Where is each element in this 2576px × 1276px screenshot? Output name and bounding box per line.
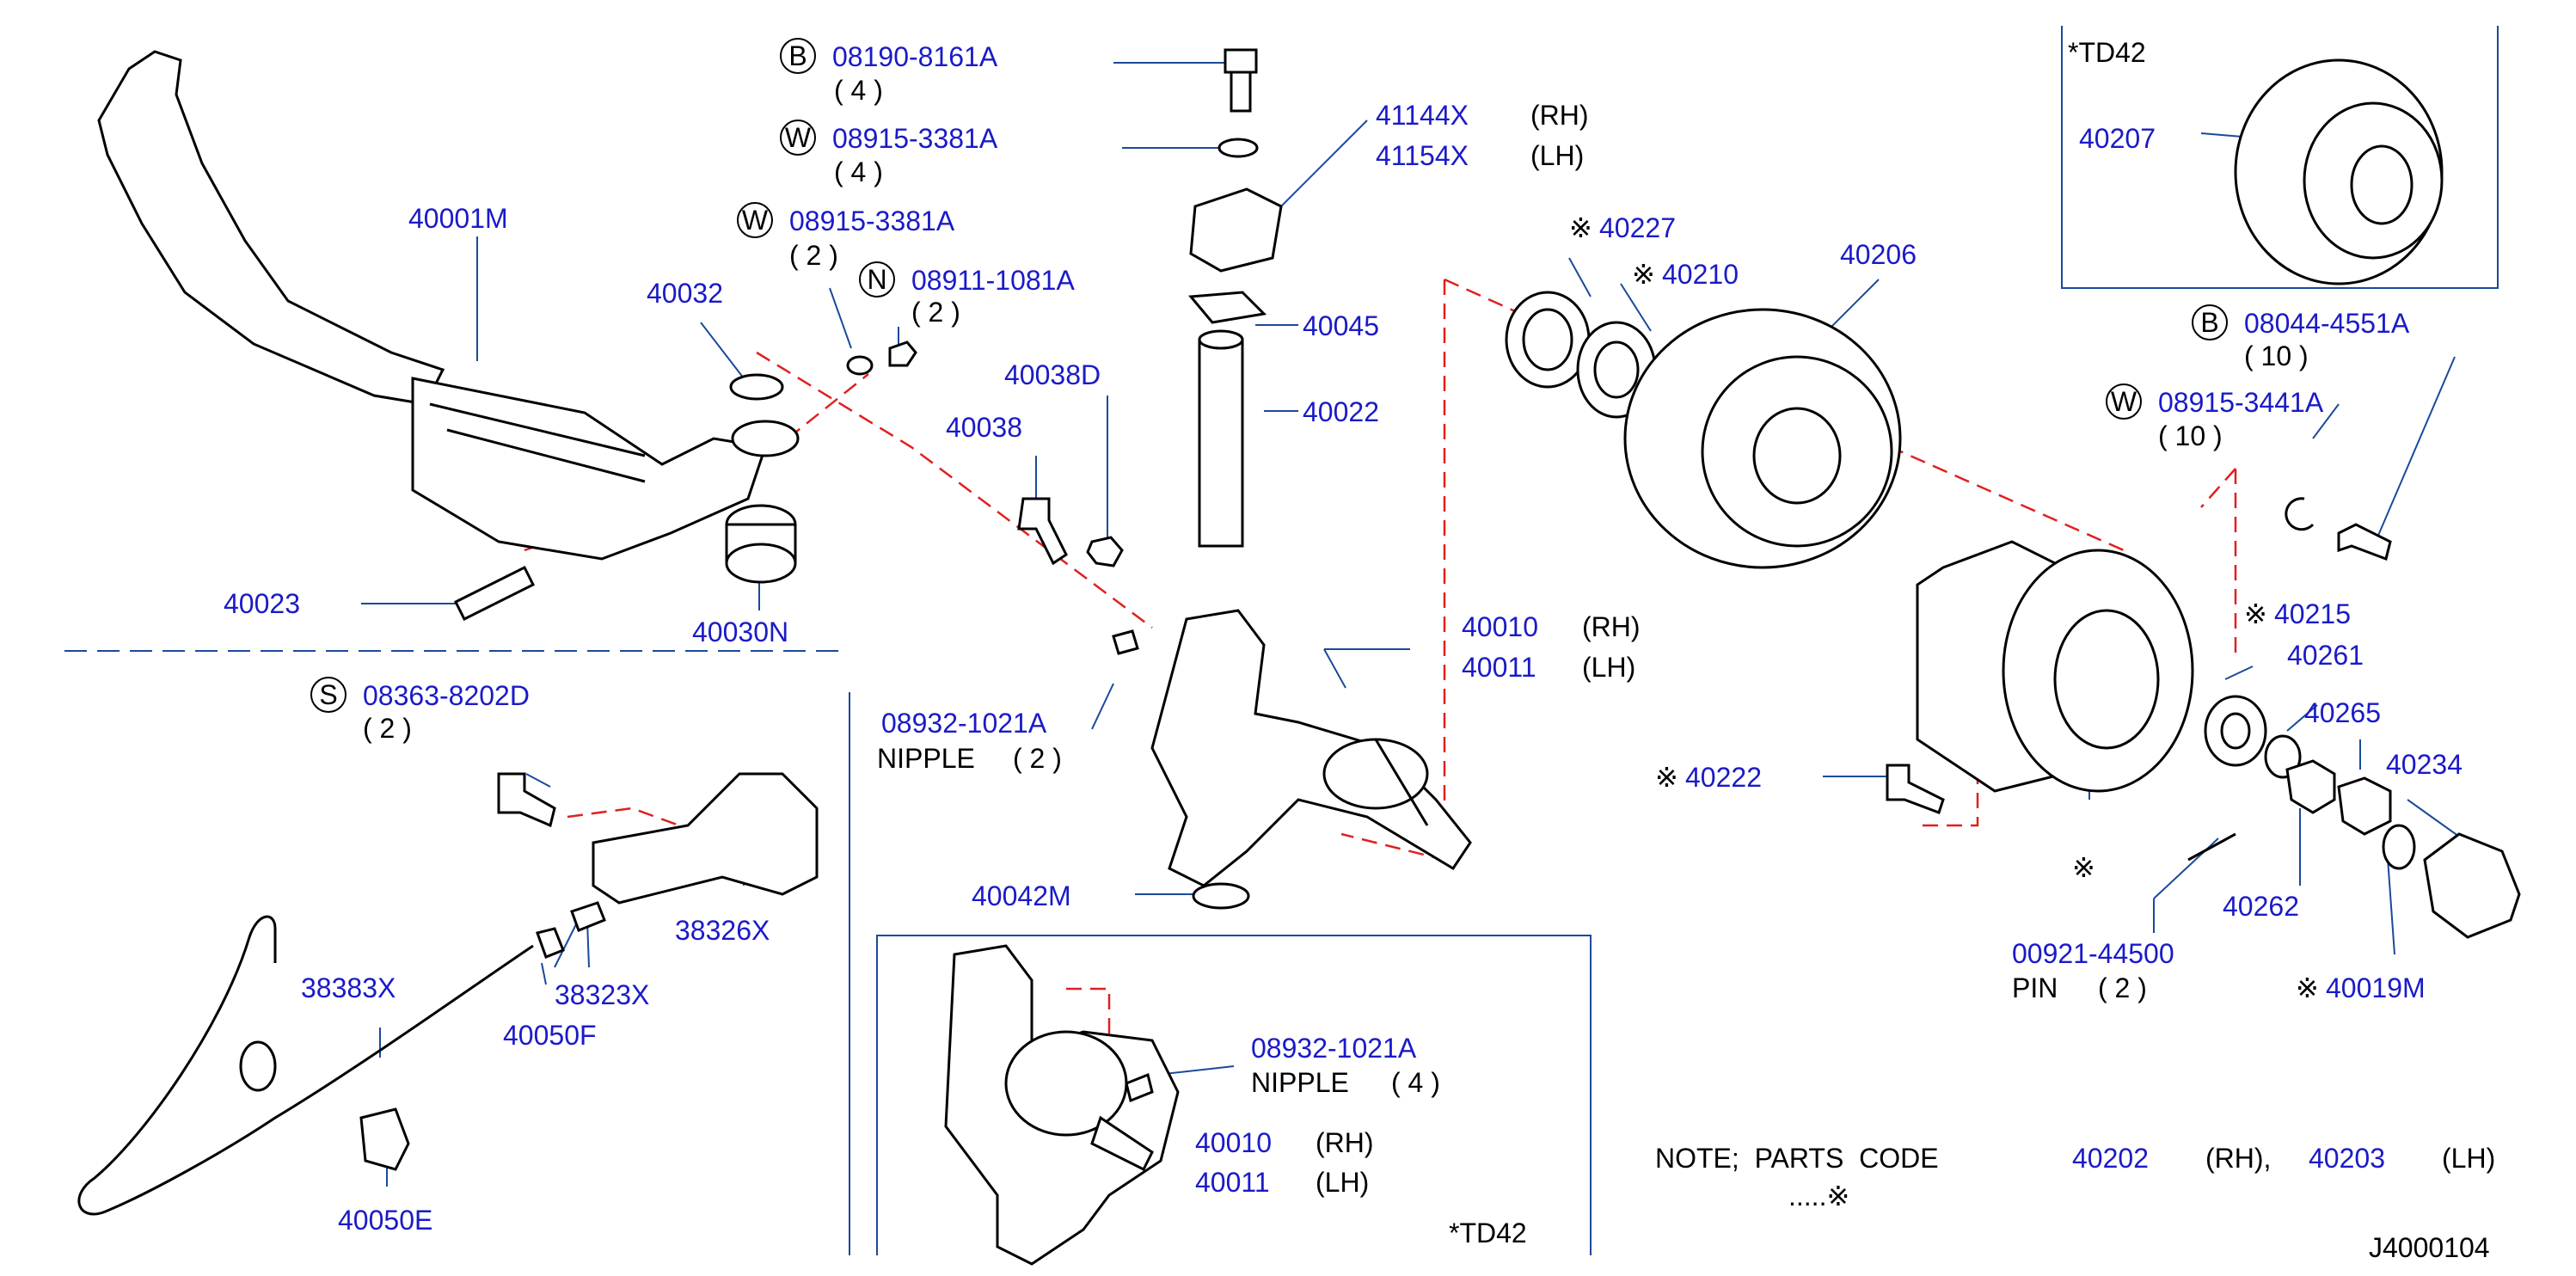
label-08363-8202D: 08363-8202D [363,680,530,711]
label-40011-upper-lh: (LH) [1582,652,1635,683]
label-41154X-lh: (LH) [1530,140,1584,171]
label-kome-40210: ※ [1632,259,1655,290]
label-08044-4551A: 08044-4551A [2244,308,2410,339]
label-40011-upper: 40011 [1462,652,1536,683]
note-rh-code: 40202 [2072,1143,2149,1174]
label-08915-3381A-top: 08915-3381A [832,123,998,154]
label-08915-3441A: 08915-3441A [2158,387,2324,418]
note-prefix: NOTE; PARTS CODE [1655,1143,1939,1174]
badge-letter-n1: N [867,264,886,295]
label-08932-1021A-lower: 08932-1021A [1251,1033,1417,1064]
labels: 08190-8161A ( 4 ) 08915-3381A ( 4 ) 0891… [224,37,2495,1263]
label-08190-8161A: 08190-8161A [832,41,998,72]
label-40265: 40265 [2304,697,2381,728]
label-qty-08915-top: ( 4 ) [834,156,883,187]
label-40001M: 40001M [408,203,508,234]
label-td42-bottom: *TD42 [1449,1218,1527,1248]
note-rh: (RH), [2205,1143,2271,1174]
label-40011-lower: 40011 [1195,1167,1270,1198]
label-pin: PIN [2012,972,2058,1003]
diagram-id: J4000104 [2369,1232,2490,1263]
badge-letter-s1: S [319,679,337,710]
badge-letter-w1: W [785,122,812,153]
label-40050F: 40050F [503,1020,597,1051]
label-qty-08363: ( 2 ) [363,713,412,744]
label-40045: 40045 [1303,310,1379,341]
part-drawings [77,48,2521,1266]
callout-badges: B W W N S B W [310,38,2228,713]
badge-letter-w2: W [742,205,769,236]
label-41144X-rh: (RH) [1530,100,1589,131]
label-38323X: 38323X [555,979,649,1010]
label-40010-upper: 40010 [1462,611,1538,642]
badge-letter-b1: B [788,40,807,71]
label-38326X: 38326X [675,915,770,946]
label-08911-1081A: 08911-1081A [911,265,1075,296]
label-pin-qty: ( 2 ) [2098,972,2147,1003]
label-41144X: 41144X [1376,100,1469,131]
label-08932-1021A-upper: 08932-1021A [881,708,1047,739]
label-40038: 40038 [946,412,1022,443]
label-00921-44500: 00921-44500 [2012,938,2174,969]
label-kome-40227: ※ [1569,212,1592,243]
label-40019M: 40019M [2326,972,2426,1003]
label-qty-08190: ( 4 ) [834,75,883,106]
label-40227: 40227 [1599,212,1676,243]
label-40010-lower-rh: (RH) [1316,1127,1374,1158]
label-08915-3381A-mid: 08915-3381A [789,206,955,236]
label-40222: 40222 [1685,762,1762,793]
label-nipple-lower: NIPPLE [1251,1067,1349,1098]
label-40261: 40261 [2287,640,2364,671]
label-nipple-upper-qty: ( 2 ) [1013,743,1062,774]
label-40207: 40207 [2079,123,2156,154]
label-kome-hub: ※ [2072,852,2095,883]
label-40030N: 40030N [692,617,788,647]
label-qty-08044: ( 10 ) [2244,340,2309,371]
label-40023: 40023 [224,588,300,619]
label-41154X: 41154X [1376,140,1469,171]
note-lh: (LH) [2442,1143,2495,1174]
label-nipple-lower-qty: ( 4 ) [1391,1067,1440,1098]
label-40215: 40215 [2274,598,2351,629]
label-40022: 40022 [1303,396,1379,427]
label-kome-40222: ※ [1655,762,1678,793]
label-td42-top: *TD42 [2068,37,2146,68]
label-kome-40215: ※ [2244,598,2267,629]
label-40042M: 40042M [972,880,1071,911]
label-40206: 40206 [1840,239,1917,270]
label-qty-08915-mid: ( 2 ) [789,240,838,271]
label-40234: 40234 [2386,749,2463,780]
label-40210: 40210 [1662,259,1739,290]
label-38383X: 38383X [301,972,396,1003]
label-40032: 40032 [647,278,723,309]
label-40010-lower: 40010 [1195,1127,1272,1158]
label-40262: 40262 [2223,891,2299,922]
label-nipple-upper: NIPPLE [877,743,975,774]
label-qty-08911: ( 2 ) [911,297,960,328]
label-40038D: 40038D [1004,359,1101,390]
label-40010-upper-rh: (RH) [1582,611,1641,642]
label-40011-lower-lh: (LH) [1316,1167,1369,1198]
label-kome-40019M: ※ [2296,972,2319,1003]
badge-letter-b2: B [2200,307,2218,338]
note-suffix: .....※ [1788,1181,1849,1212]
label-qty-08915-3441A: ( 10 ) [2158,420,2223,451]
label-40050E: 40050E [338,1205,432,1236]
badge-letter-w3: W [2111,386,2137,417]
note-lh-code: 40203 [2309,1143,2385,1174]
section-dividers [64,26,2499,1255]
